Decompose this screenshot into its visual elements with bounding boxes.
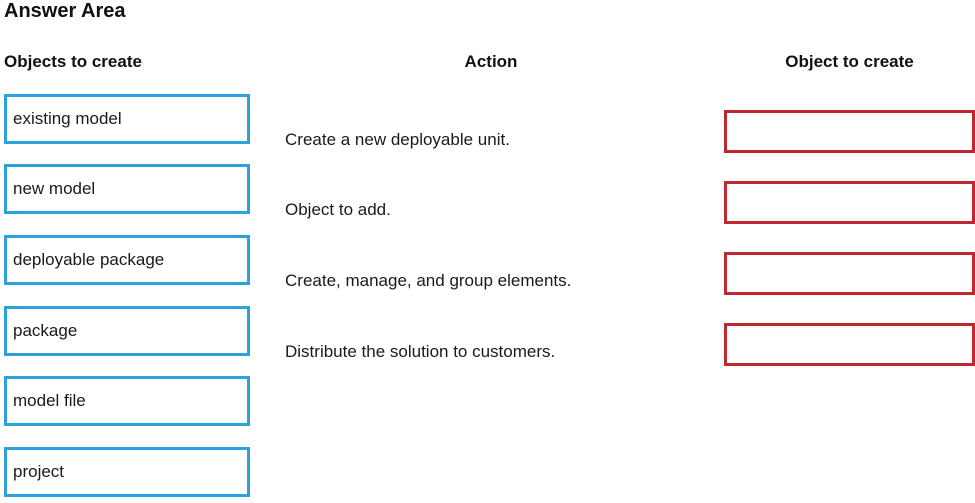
drop-target-1[interactable] <box>724 110 975 153</box>
drop-target-2[interactable] <box>724 181 975 224</box>
drag-item-label: deployable package <box>13 250 165 269</box>
column-header-action: Action <box>464 52 518 71</box>
drag-item-package[interactable]: package <box>4 306 250 356</box>
drag-item-label: package <box>13 321 78 340</box>
action-text-create-manage-group: Create, manage, and group elements. <box>285 271 572 290</box>
drag-item-project[interactable]: project <box>4 447 250 497</box>
drag-item-label: model file <box>13 391 86 410</box>
drag-item-label: new model <box>13 179 96 198</box>
drag-item-label: existing model <box>13 109 122 128</box>
page-title: Answer Area <box>4 0 126 22</box>
drag-item-existing-model[interactable]: existing model <box>4 94 250 144</box>
drop-target-4[interactable] <box>724 323 975 366</box>
drag-item-new-model[interactable]: new model <box>4 164 250 214</box>
drag-item-label: project <box>13 462 65 481</box>
action-text-distribute-solution: Distribute the solution to customers. <box>285 342 556 361</box>
action-text-object-to-add: Object to add. <box>285 200 391 219</box>
drag-item-model-file[interactable]: model file <box>4 376 250 426</box>
drag-item-deployable-package[interactable]: deployable package <box>4 235 250 285</box>
action-text-create-deployable-unit: Create a new deployable unit. <box>285 130 510 149</box>
column-header-object-to-create: Object to create <box>785 52 914 71</box>
column-header-objects-to-create: Objects to create <box>4 52 142 71</box>
drop-target-3[interactable] <box>724 252 975 295</box>
